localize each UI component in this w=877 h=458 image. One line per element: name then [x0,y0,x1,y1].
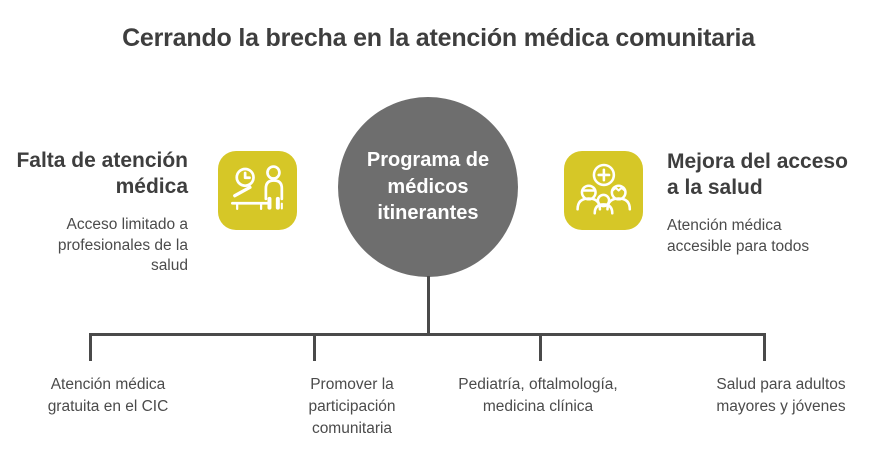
branch-label-3: Pediatría, oftalmología, medicina clínic… [458,376,618,415]
right-section: Mejora del acceso a la salud Atención mé… [667,149,877,257]
right-icon-tile [564,151,643,230]
medical-team-plus-icon [572,159,635,222]
connector-drop-2 [313,333,316,361]
right-section-description: Atención médica accesible para todos [667,217,810,255]
connector-horizontal [89,333,766,336]
left-icon-tile [218,151,297,230]
right-section-heading: Mejora del acceso a la salud [667,150,848,199]
diagram-title: Cerrando la brecha en la atención médica… [122,24,755,52]
patient-waiting-clock-icon [226,159,289,222]
left-section-description: Acceso limitado a profesionales de la sa… [57,216,188,275]
central-node: Programa de médicos itinerantes [338,97,518,277]
branch-label-1: Atención médica gratuita en el CIC [47,376,169,415]
branch-label-4: Salud para adultos mayores y jóvenes [716,376,846,415]
connector-drop-4 [763,333,766,361]
central-node-label: Programa de médicos itinerantes [366,149,490,225]
left-section: Falta de atención médica Acceso limitado… [0,148,188,277]
branch-label-2: Promover la participación comunitaria [308,376,396,437]
connector-drop-1 [89,333,92,361]
left-section-heading: Falta de atención médica [16,149,188,198]
connector-drop-3 [539,333,542,361]
connector-stem [427,276,430,334]
